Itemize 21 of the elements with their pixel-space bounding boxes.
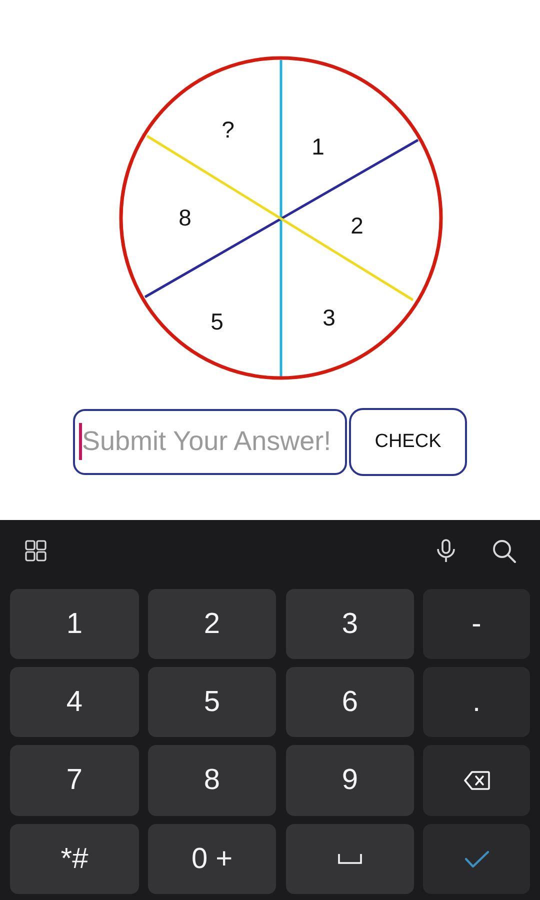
keyboard-key: 3 <box>286 589 414 659</box>
keyboard-key: 4 <box>10 667 139 737</box>
answer-input-field: Submit Your Answer! <box>73 409 347 475</box>
keyboard-key: 5 <box>148 667 276 737</box>
sector-number: 1 <box>312 136 324 158</box>
sector-number: 3 <box>322 306 336 330</box>
keyboard-key: 6 <box>286 667 414 737</box>
sector-number: 5 <box>210 310 224 334</box>
keyboard-key: 0 + <box>148 824 276 894</box>
keyboard-key: 2 <box>148 589 276 659</box>
keyboard-key: . <box>423 667 530 737</box>
question-mark: ? <box>222 118 234 142</box>
keyboard-key: 7 <box>10 745 139 816</box>
keyboard-key: 1 <box>10 589 139 659</box>
sector-number: 8 <box>178 206 192 230</box>
keyboard-key: - <box>423 589 530 659</box>
keyboard-key: 9 <box>286 745 414 816</box>
keyboard-key: *# <box>10 824 139 894</box>
keyboard-key: 8 <box>148 745 276 816</box>
sector-number: 2 <box>350 214 364 238</box>
check-button: CHECK <box>349 408 467 476</box>
